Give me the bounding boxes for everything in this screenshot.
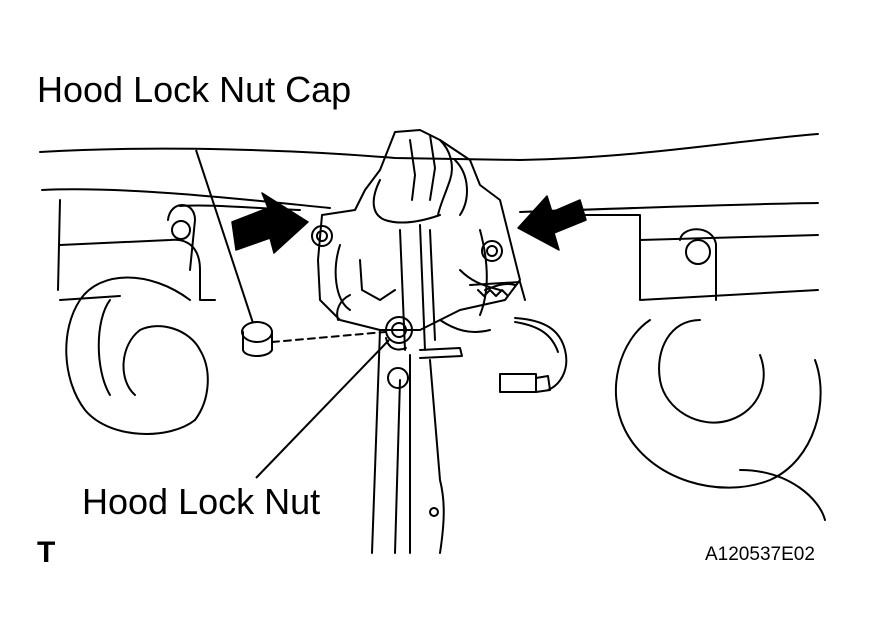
hood-lock-nut-cap — [241, 321, 273, 357]
wire-harness — [514, 317, 568, 391]
figure-code: A120537E02 — [705, 544, 815, 565]
hood-lock-assembly — [317, 129, 526, 359]
hood-lock-nut-label: Hood Lock Nut — [82, 481, 321, 522]
view-mark: T — [37, 536, 56, 569]
vertical-stay — [371, 329, 445, 554]
right-bracket-hole — [685, 239, 711, 265]
nut-cap-leader — [195, 149, 254, 324]
right-horn — [614, 319, 826, 521]
harness-connector — [499, 373, 551, 393]
stay-hole — [429, 507, 439, 517]
hood-lock-nut — [385, 316, 413, 351]
hood-lock-nut-cap-label: Hood Lock Nut Cap — [37, 69, 352, 110]
install-path — [271, 331, 386, 343]
lock-spring — [477, 289, 509, 297]
upper-support-panel — [39, 133, 819, 161]
left-horn — [65, 276, 209, 435]
left-bolt — [311, 225, 333, 247]
nut-leader — [255, 339, 390, 479]
left-bracket — [59, 238, 216, 301]
right-arrow — [517, 195, 587, 251]
left-bracket-hole — [171, 220, 191, 240]
left-arrow — [231, 192, 309, 254]
right-bolt — [481, 240, 503, 262]
